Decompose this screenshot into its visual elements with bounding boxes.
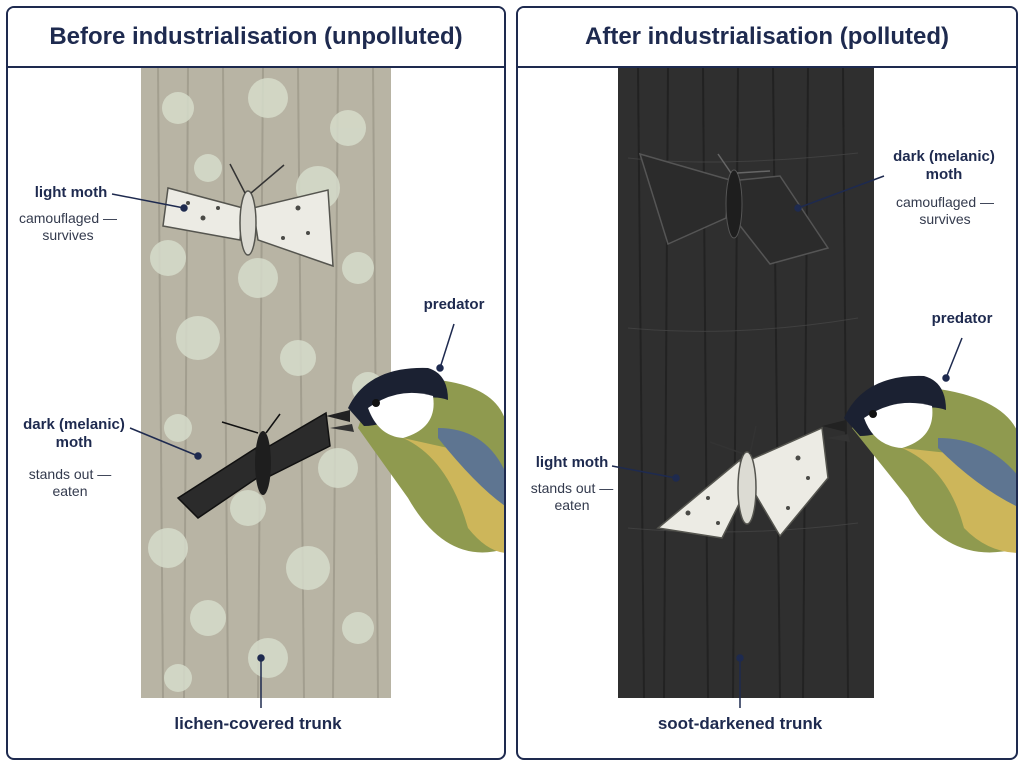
leader-lines-unpolluted: [111, 193, 455, 708]
scene-unpolluted: [111, 66, 504, 708]
light-moth-conspicuous: [656, 425, 829, 539]
label-trunk-lichen: lichen-covered trunk: [174, 714, 342, 733]
lichen-covered-trunk: [141, 66, 391, 699]
label-light-moth: light moth: [535, 454, 609, 471]
scene-polluted: [611, 66, 1016, 708]
panel-title-unpolluted: Before industrialisation (unpolluted): [8, 8, 504, 68]
label-dark-moth: dark (melanic) moth: [893, 148, 995, 183]
panel-unpolluted: Before industrialisation (unpolluted): [6, 6, 506, 760]
label-light-moth-note: camouflaged — survives: [18, 210, 118, 243]
leader-lines-polluted: [611, 175, 963, 708]
label-dark-moth: dark (melanic) moth: [23, 416, 125, 451]
label-dark-moth-note: camouflaged — survives: [895, 194, 995, 227]
bird-predator: [822, 375, 1016, 553]
label-predator: predator: [423, 296, 485, 313]
soot-darkened-trunk: [618, 66, 874, 699]
label-light-moth: light moth: [34, 184, 108, 201]
label-light-moth-note: stands out — eaten: [530, 480, 614, 513]
light-moth-camouflaged: [162, 163, 334, 268]
bird-predator: [326, 367, 504, 553]
label-trunk-soot: soot-darkened trunk: [657, 714, 823, 733]
label-predator: predator: [931, 310, 993, 327]
dark-moth-conspicuous: [176, 411, 331, 519]
dark-moth-camouflaged: [638, 152, 830, 265]
label-dark-moth-note: stands out — eaten: [28, 466, 112, 499]
panel-polluted: After industrialisation (polluted): [516, 6, 1018, 760]
panel-title-polluted: After industrialisation (polluted): [518, 8, 1016, 68]
